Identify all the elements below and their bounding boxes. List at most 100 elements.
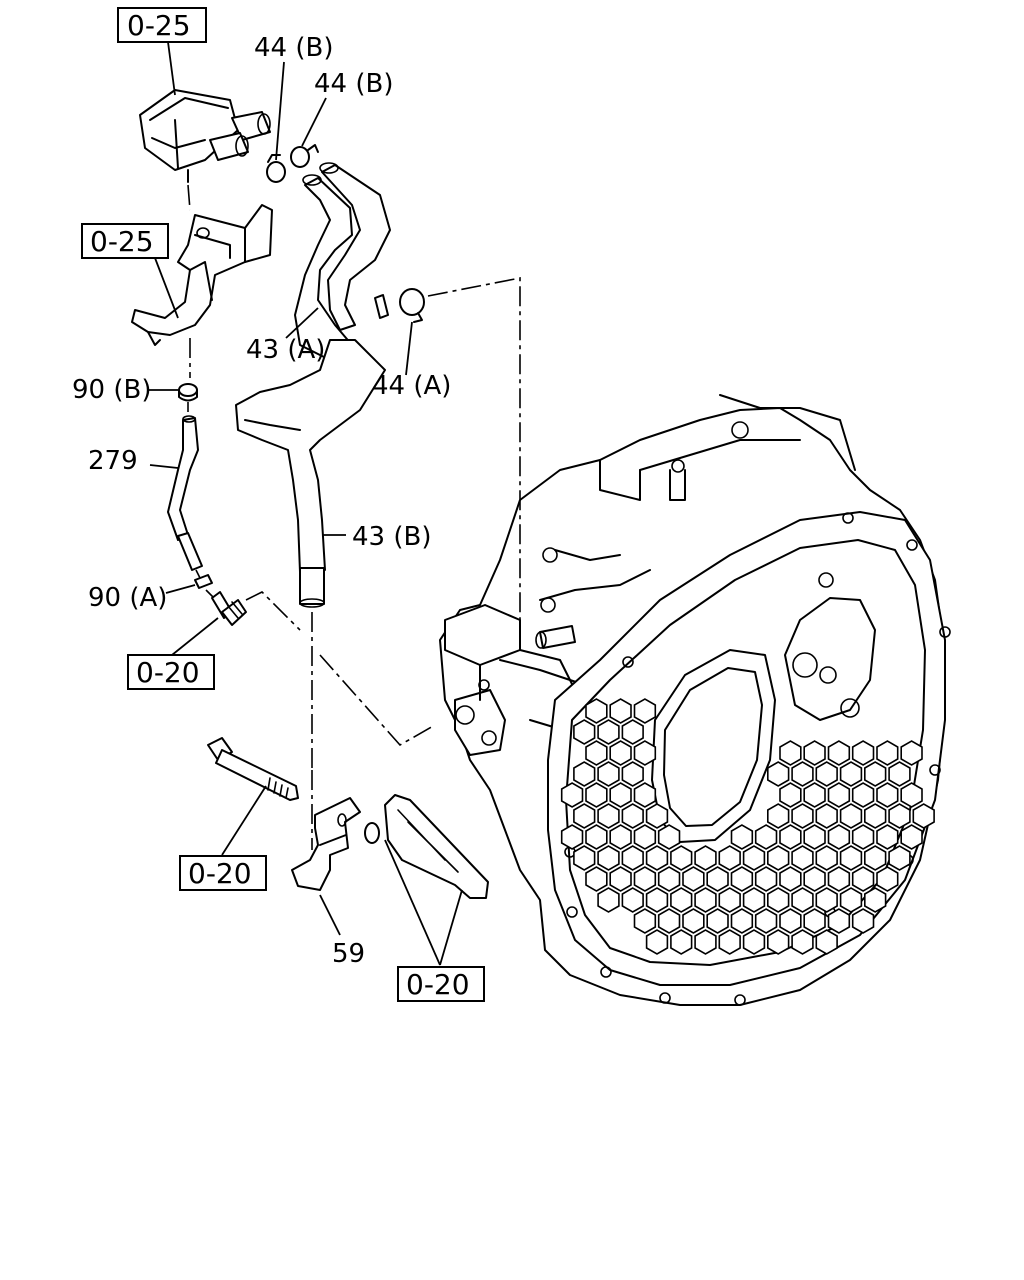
clamp-44b-b — [290, 144, 319, 168]
honeycomb-cell — [839, 761, 863, 787]
honeycomb-cell — [876, 740, 899, 766]
honeycomb-cell — [779, 824, 802, 850]
honeycomb-cell — [694, 929, 717, 955]
honeycomb-cell — [815, 803, 838, 829]
honeycomb-cell — [815, 929, 838, 955]
honeycomb-cell — [876, 824, 899, 850]
honeycomb-cell — [621, 887, 644, 913]
honeycomb-cell — [694, 845, 717, 871]
honeycomb-cell — [621, 803, 644, 829]
honeycomb-cell — [888, 761, 911, 787]
honeycomb-cell — [766, 845, 790, 871]
honeycomb-cell — [694, 887, 717, 913]
honeycomb-cell — [682, 866, 705, 892]
honeycomb-cell — [633, 908, 657, 934]
honeycomb-cell — [706, 908, 729, 934]
honeycomb-cell — [742, 887, 766, 913]
honeycomb-cell — [609, 866, 632, 892]
clamp-90a — [194, 574, 213, 589]
bolt — [207, 737, 299, 801]
honeycomb-cell — [573, 761, 596, 787]
honeycomb-cell — [779, 866, 802, 892]
ref-0-20-bolt: 0-20 — [188, 857, 252, 890]
clamp-90b — [178, 383, 198, 402]
honeycomb-cell — [730, 908, 754, 934]
honeycomb-cell — [803, 782, 826, 808]
honeycomb-cell — [645, 845, 669, 871]
callout-44b-1: 44 (B) — [254, 33, 333, 63]
honeycomb-cell — [670, 929, 693, 955]
ref-box-0-20-bolt: 0-20 — [179, 855, 267, 891]
honeycomb-cell — [560, 824, 584, 850]
callout-44a: 44 (A) — [372, 371, 451, 401]
honeycomb-cell — [633, 782, 657, 808]
ref-0-25-top: 0-25 — [127, 9, 191, 42]
honeycomb-cell — [888, 845, 911, 871]
honeycomb-cell — [609, 782, 632, 808]
honeycomb-cell — [645, 887, 669, 913]
honeycomb-cell — [779, 782, 802, 808]
cover-plate — [384, 794, 489, 899]
honeycomb-cell — [827, 866, 851, 892]
honeycomb-cell — [621, 845, 644, 871]
honeycomb-cell — [803, 908, 826, 934]
honeycomb-cell — [657, 908, 681, 934]
honeycomb-cell — [657, 866, 681, 892]
honeycomb-cell — [718, 929, 741, 955]
honeycomb-cell — [827, 908, 851, 934]
honeycomb-cell — [791, 761, 814, 787]
callout-90b: 90 (B) — [72, 375, 151, 405]
pressure-sensor — [139, 89, 271, 183]
honeycomb-cell — [573, 719, 596, 745]
honeycomb-cell — [766, 929, 790, 955]
sensor-bracket — [131, 204, 273, 346]
honeycomb-cell — [609, 824, 632, 850]
honeycomb-cell — [827, 782, 851, 808]
honeycomb-cell — [900, 824, 923, 850]
honeycomb-cell — [633, 866, 657, 892]
honeycomb-cell — [888, 803, 911, 829]
honeycomb-cell — [597, 719, 620, 745]
honeycomb-cell — [609, 740, 632, 766]
ref-box-0-25-top: 0-25 — [117, 7, 207, 43]
honeycomb-cell — [766, 887, 790, 913]
honeycomb-cell — [876, 866, 899, 892]
honeycomb-cell — [779, 908, 802, 934]
honeycomb-cell — [718, 845, 741, 871]
ref-box-0-20-bottom: 0-20 — [397, 966, 485, 1002]
honeycomb-cell — [585, 740, 608, 766]
honeycomb-cell — [657, 824, 681, 850]
hose-43a — [294, 162, 391, 361]
callout-90a: 90 (A) — [88, 583, 167, 613]
callout-43a: 43 (A) — [246, 335, 325, 365]
clamp-44a — [399, 288, 425, 323]
honeycomb-cell — [633, 740, 657, 766]
honeycomb-cell — [754, 908, 778, 934]
honeycomb-ribs — [560, 698, 935, 955]
ref-0-25-mid: 0-25 — [90, 225, 154, 258]
honeycomb-cell — [573, 845, 596, 871]
honeycomb-cell — [863, 761, 887, 787]
ref-box-0-20-left: 0-20 — [127, 654, 215, 690]
honeycomb-cell — [791, 929, 814, 955]
leader-lines — [148, 41, 463, 966]
honeycomb-cell — [621, 761, 644, 787]
honeycomb-cell — [839, 887, 863, 913]
flywheel-housing — [439, 394, 951, 1006]
honeycomb-cell — [900, 740, 923, 766]
honeycomb-cell — [597, 845, 620, 871]
honeycomb-cell — [585, 866, 608, 892]
honeycomb-cell — [815, 887, 838, 913]
honeycomb-cell — [730, 824, 754, 850]
honeycomb-cell — [876, 782, 899, 808]
honeycomb-cell — [670, 887, 693, 913]
honeycomb-cell — [900, 782, 923, 808]
honeycomb-cell — [851, 740, 875, 766]
honeycomb-cell — [912, 803, 935, 829]
honeycomb-cell — [827, 824, 851, 850]
honeycomb-cell — [791, 803, 814, 829]
honeycomb-cell — [597, 761, 620, 787]
honeycomb-cell — [754, 824, 778, 850]
honeycomb-cell — [742, 845, 766, 871]
honeycomb-cell — [779, 740, 802, 766]
